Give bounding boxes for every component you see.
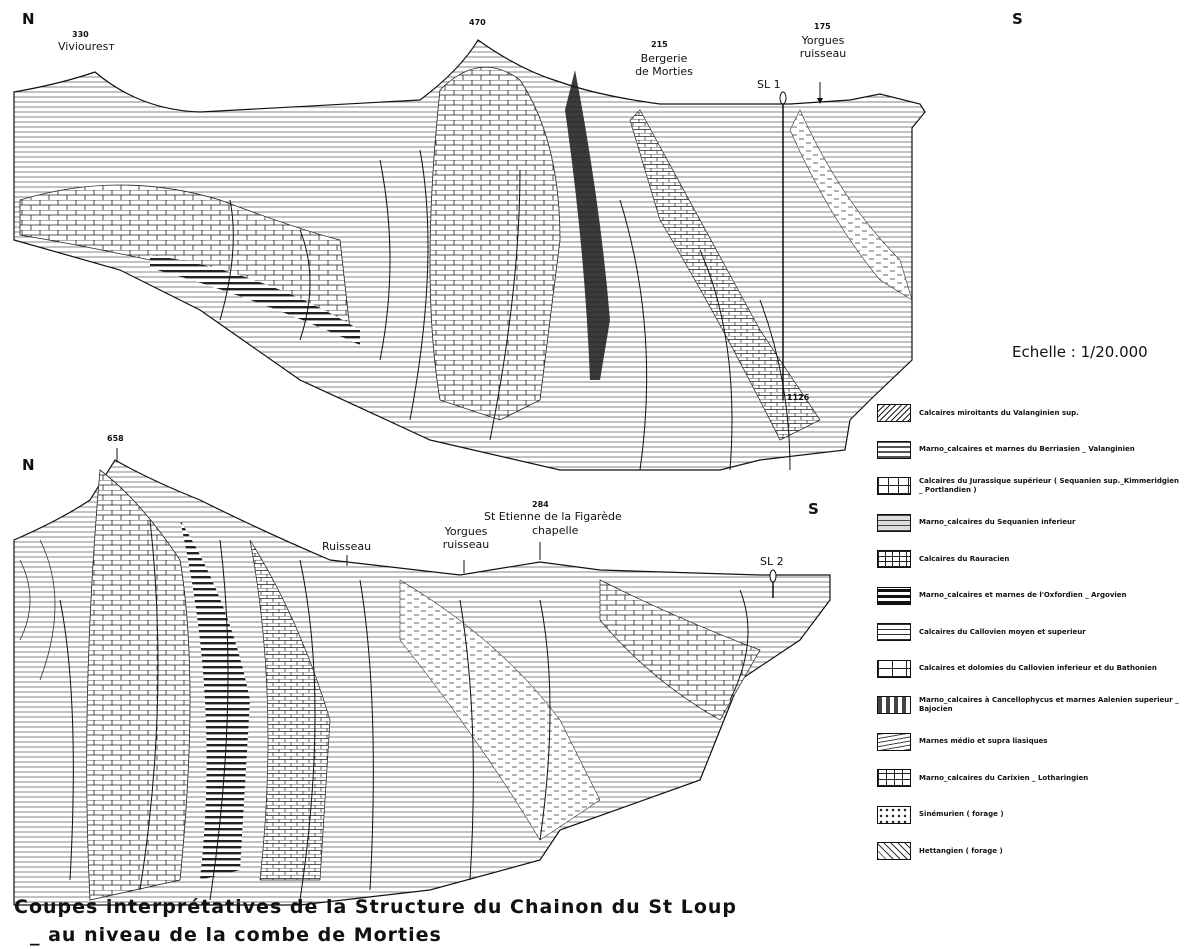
chapel-name: St Etienne de la Figarède — [484, 510, 622, 523]
summit-658-elevation: 658 — [107, 434, 124, 444]
legend-item: Hettangien ( forage ) — [877, 836, 1179, 866]
legend-label: Hettangien ( forage ) — [919, 847, 1179, 856]
legend-label: Marnes médio et supra liasiques — [919, 737, 1179, 746]
legend-swatch — [877, 404, 911, 422]
scale-label: Echelle : 1/20.000 — [1012, 343, 1148, 361]
top-south-label: S — [1012, 10, 1023, 28]
yorgues-elevation: 175 — [814, 22, 831, 32]
legend-item: Calcaires du Jurassique supérieur ( Sequ… — [877, 471, 1179, 501]
legend-label: Sinémurien ( forage ) — [919, 810, 1179, 819]
viviouresт-elevation: 330 — [72, 30, 89, 40]
legend-label: Marno_calcaires et marnes du Berriasien … — [919, 445, 1179, 454]
legend-label: Calcaires du Rauracien — [919, 555, 1179, 564]
legend-label: Marno_calcaires du Carixien _ Lotharingi… — [919, 774, 1179, 783]
well-sl1-label: SL 1 — [757, 78, 781, 91]
legend-swatch — [877, 696, 911, 714]
legend-label: Calcaires du Jurassique supérieur ( Sequ… — [919, 477, 1179, 495]
bergerie-elevation: 215 — [651, 40, 668, 50]
legend-swatch — [877, 623, 911, 641]
top-section — [14, 40, 925, 470]
well-sl2-label: SL 2 — [760, 555, 784, 568]
caption-line2: _ au niveau de la combe de Morties — [30, 924, 442, 946]
legend-swatch — [877, 441, 911, 459]
bottom-section — [14, 448, 830, 905]
bergerie-name: Bergerie de Morties — [634, 52, 694, 78]
bottom-yorgues-label: Yorgues ruisseau — [438, 525, 494, 551]
bottom-south-label: S — [808, 500, 819, 518]
well-sl1-depth: 1126 — [787, 393, 809, 403]
legend-item: Calcaires miroitants du Valanginien sup. — [877, 398, 1179, 428]
legend-swatch — [877, 733, 911, 751]
legend-label: Calcaires miroitants du Valanginien sup. — [919, 409, 1179, 418]
legend-swatch — [877, 477, 911, 495]
legend-swatch — [877, 550, 911, 568]
legend-label: Calcaires du Callovien moyen et superieu… — [919, 628, 1179, 637]
legend-item: Calcaires et dolomies du Callovien infer… — [877, 654, 1179, 684]
legend-swatch — [877, 842, 911, 860]
legend-item: Marno_calcaires et marnes du Berriasien … — [877, 435, 1179, 465]
legend-item: Marno_calcaires à Cancellophycus et marn… — [877, 690, 1179, 720]
yorgues-name: Yorgues ruisseau — [793, 34, 853, 60]
peak-470-elevation: 470 — [469, 18, 486, 28]
caption-line1: Coupes interprétatives de la Structure d… — [14, 896, 737, 918]
legend-item: Marno_calcaires et marnes de l'Oxfordien… — [877, 581, 1179, 611]
legend-swatch — [877, 769, 911, 787]
legend-swatch — [877, 806, 911, 824]
legend-item: Marno_calcaires du Sequanien inferieur — [877, 508, 1179, 538]
legend-item: Marno_calcaires du Carixien _ Lotharingi… — [877, 763, 1179, 793]
legend-item: Calcaires du Rauracien — [877, 544, 1179, 574]
legend-label: Calcaires et dolomies du Callovien infer… — [919, 664, 1179, 673]
ruisseau-label: Ruisseau — [322, 540, 371, 553]
viviouresт-name: Viviouresт — [58, 40, 115, 53]
legend-item: Calcaires du Callovien moyen et superieu… — [877, 617, 1179, 647]
top-north-label: N — [22, 10, 35, 28]
legend-item: Sinémurien ( forage ) — [877, 800, 1179, 830]
legend-label: Marno_calcaires du Sequanien inferieur — [919, 518, 1179, 527]
chapel-elevation: 284 — [532, 500, 549, 510]
legend-label: Marno_calcaires et marnes de l'Oxfordien… — [919, 591, 1179, 600]
chapel-sub: chapelle — [532, 524, 578, 537]
legend-item: Marnes médio et supra liasiques — [877, 727, 1179, 757]
legend-swatch — [877, 514, 911, 532]
bottom-north-label: N — [22, 456, 35, 474]
legend-swatch — [877, 587, 911, 605]
legend-swatch — [877, 660, 911, 678]
legend-label: Marno_calcaires à Cancellophycus et marn… — [919, 696, 1179, 714]
